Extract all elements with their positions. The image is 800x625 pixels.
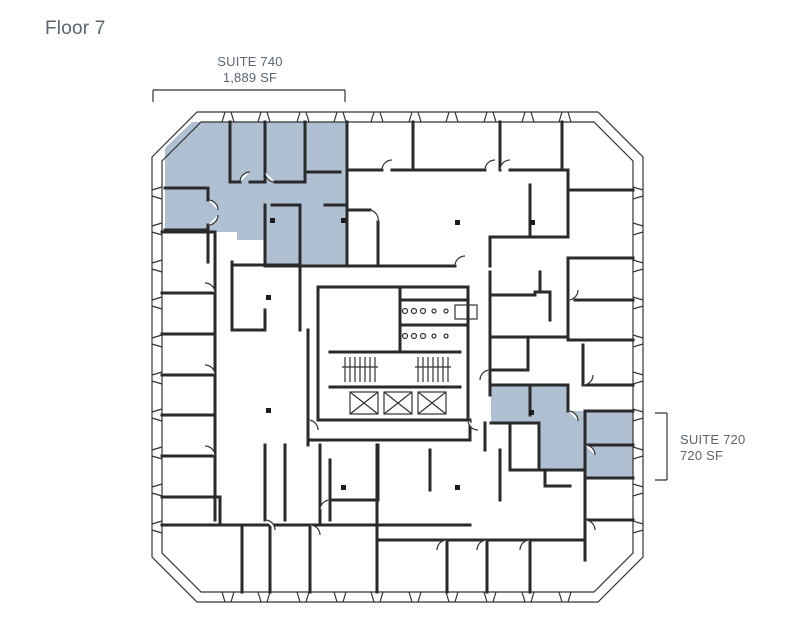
suite-720-label: SUITE 720 720 SF: [680, 432, 745, 464]
suite-720-area[interactable]: [491, 385, 633, 478]
structural-columns: [266, 218, 535, 490]
stairs-right: [415, 357, 451, 382]
suite-740-area: 1,889 SF: [222, 70, 278, 85]
suite-720-name: SUITE 720: [680, 432, 746, 447]
suite-740-name: SUITE 740: [217, 54, 283, 69]
floor-title: Floor 7: [45, 18, 106, 39]
suite-720-area: 720 SF: [680, 448, 724, 463]
suite-740-dimension-bracket: [152, 89, 346, 102]
interior-walls: [160, 120, 635, 594]
suite-740-area[interactable]: [165, 122, 347, 266]
elevators: [349, 391, 447, 415]
restroom-fixtures: [401, 304, 478, 340]
window-mullions: [151, 111, 644, 603]
suite-740-label: SUITE 740 1,889 SF: [180, 54, 320, 86]
door-swings: [204, 159, 596, 551]
suite-720-dimension-bracket: [655, 412, 668, 481]
stairs-left: [342, 357, 378, 382]
